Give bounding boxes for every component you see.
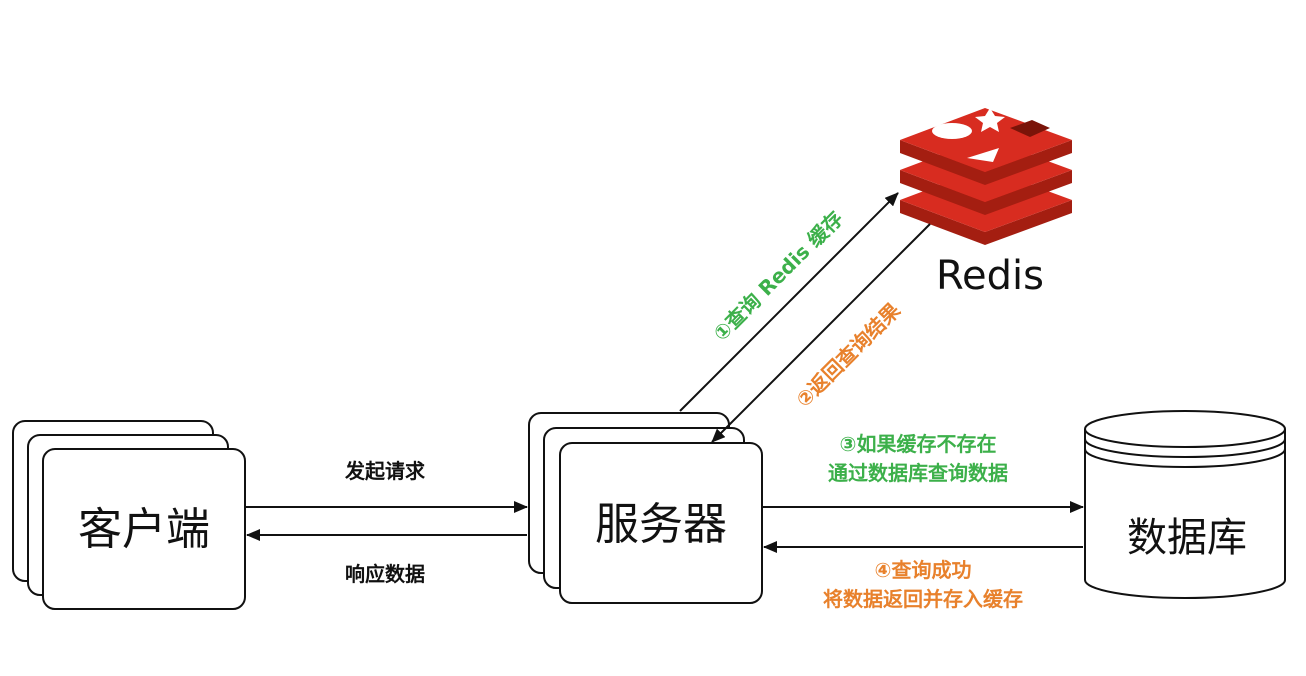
client-label: 客户端 <box>78 504 210 555</box>
query-redis-label: ①查询 Redis 缓存 <box>708 206 847 345</box>
send-request-label: 发起请求 <box>344 459 426 483</box>
db-query-label-line2: 通过数据库查询数据 <box>828 461 1008 485</box>
db-query-label-line1: ③如果缓存不存在 <box>840 432 997 456</box>
query-redis-arrow <box>679 192 899 412</box>
db-success-label-line2: 将数据返回并存入缓存 <box>823 587 1023 611</box>
database-node: 数据库 <box>1084 410 1286 599</box>
database-label: 数据库 <box>1127 515 1247 561</box>
server-label: 服务器 <box>595 499 727 550</box>
db-success-label-line1: ④查询成功 <box>875 558 972 582</box>
client-node: 客户端 <box>12 420 246 610</box>
return-result-label: ②返回查询结果 <box>791 298 905 412</box>
server-node: 服务器 <box>528 412 763 604</box>
redis-label: Redis <box>936 253 1044 299</box>
response-data-label: 响应数据 <box>345 562 425 586</box>
return-result-arrow <box>711 223 931 443</box>
redis-logo-icon <box>900 108 1072 245</box>
